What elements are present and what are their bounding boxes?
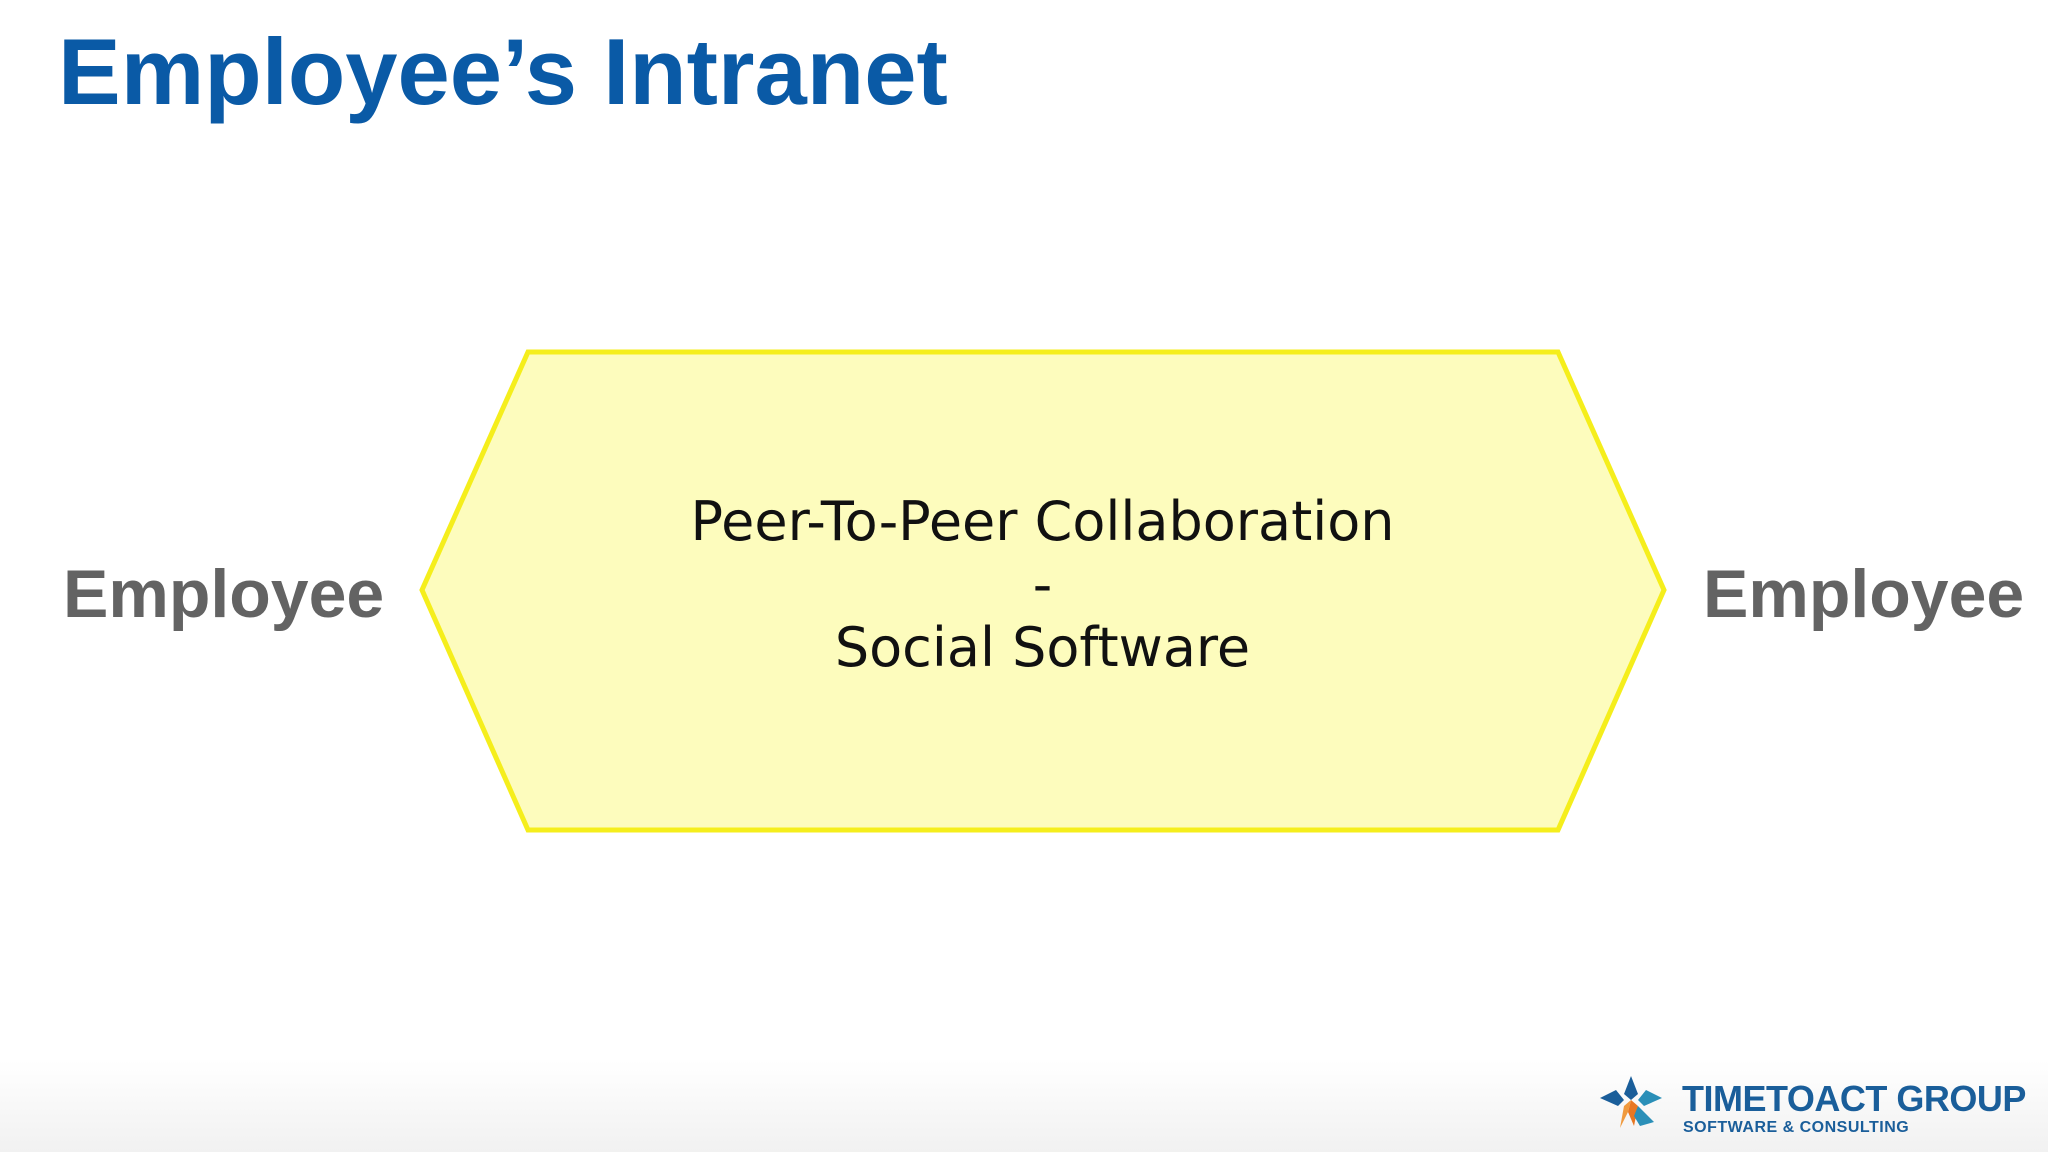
star-logo-icon <box>1600 1076 1662 1128</box>
employee-label-left: Employee <box>63 556 385 632</box>
hexagon-line-collaboration: Peer-To-Peer Collaboration <box>690 490 1395 553</box>
logo-name: TIMETOACT GROUP <box>1682 1078 2026 1119</box>
logo-tagline: SOFTWARE & CONSULTING <box>1683 1119 1910 1136</box>
timetoact-logo: TIMETOACT GROUP SOFTWARE & CONSULTING <box>1600 1070 2026 1140</box>
hexagon-line-separator: - <box>1032 553 1053 616</box>
employee-label-right: Employee <box>1703 556 2025 632</box>
hexagon-line-social-software: Social Software <box>834 616 1251 679</box>
slide-title: Employee’s Intranet <box>58 19 948 124</box>
hexagon-text: Peer-To-Peer Collaboration - Social Soft… <box>520 490 1565 679</box>
collaboration-hexagon <box>419 349 1667 833</box>
